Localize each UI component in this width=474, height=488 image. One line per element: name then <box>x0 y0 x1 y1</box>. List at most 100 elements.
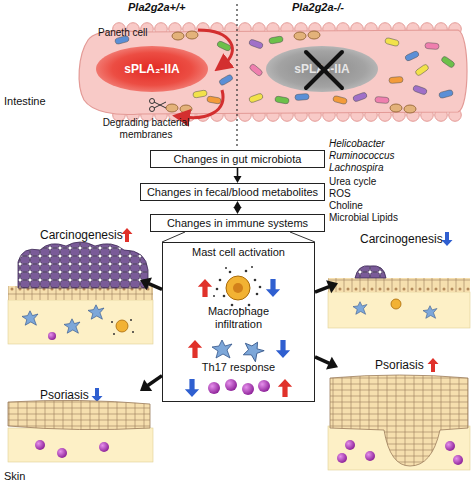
mast-cell <box>223 295 226 298</box>
thick-epidermis <box>330 375 468 466</box>
connector-line <box>315 287 329 293</box>
tissue-panel: Psoriasis <box>338 358 470 470</box>
thick-epidermis <box>345 440 355 450</box>
change-arrow <box>92 388 103 402</box>
change-arrow <box>266 279 280 297</box>
bacterium <box>216 40 231 51</box>
node-text: Th17 response <box>191 361 287 374</box>
normal-tissue <box>391 299 401 309</box>
paneth-cell <box>180 105 192 113</box>
bacterium <box>275 96 290 104</box>
scissors-symbol <box>150 99 167 112</box>
tumor-tissue <box>64 319 80 333</box>
connector-arrow <box>315 280 338 293</box>
thin-epidermis <box>35 440 45 450</box>
connector-line <box>237 168 239 177</box>
knockout-cross <box>306 52 342 88</box>
bacterium <box>218 74 233 86</box>
text-label: Degrading bacterial membranes <box>96 117 196 141</box>
tumor-tissue <box>111 321 113 323</box>
mast-cell <box>254 279 257 282</box>
normal-tissue <box>353 302 367 315</box>
thin-epidermis <box>99 442 109 452</box>
node-text: Psoriasis <box>375 358 424 372</box>
mast-cell <box>226 276 250 300</box>
text-label: Ruminococcus <box>329 150 395 162</box>
mast-cell <box>245 270 248 273</box>
bacterium <box>384 37 399 46</box>
paneth-cell <box>404 105 416 113</box>
node-text: Changes in immune systems <box>167 217 308 229</box>
tumor-tissue <box>130 319 132 321</box>
arrow-head <box>234 201 242 208</box>
thin-epidermis <box>8 428 153 462</box>
mast-cell <box>219 279 222 282</box>
arrow-head <box>234 176 242 183</box>
arrow-head <box>140 277 152 290</box>
bacterium <box>207 96 222 104</box>
thick-epidermis <box>328 426 470 470</box>
change-arrow <box>122 228 133 242</box>
bacterium <box>352 92 367 102</box>
thick-epidermis <box>337 453 347 463</box>
node-text: Macrophage infiltration <box>191 305 287 331</box>
macrophage <box>212 337 266 363</box>
paneth-cell <box>308 31 320 39</box>
bacterium <box>404 50 419 61</box>
th17-cell <box>208 379 270 395</box>
thin-epidermis <box>57 448 67 458</box>
tumor-tissue <box>18 242 148 288</box>
thick-epidermis <box>328 375 470 470</box>
paneth-cell <box>172 32 184 40</box>
divider-line <box>236 4 237 146</box>
callout-line <box>162 232 315 242</box>
text-label: Intestine <box>4 95 46 107</box>
process-box: Changes in gut microbiota <box>150 150 325 168</box>
tumor-tissue <box>22 311 38 325</box>
text-label: ROS <box>329 188 351 200</box>
tissue-panel: Carcinogenesis <box>5 228 140 348</box>
callout-line <box>290 232 315 242</box>
connector-arrow <box>234 201 242 214</box>
connector-arrow <box>140 376 162 391</box>
arrow-head <box>234 207 242 214</box>
scissors-symbol <box>150 99 155 104</box>
bacterium <box>332 95 347 104</box>
bacterium <box>412 85 427 95</box>
bacterium <box>193 90 208 98</box>
mast-cell <box>256 293 259 296</box>
node-text: Changes in fecal/blood metabolites <box>147 186 318 198</box>
text-label: Paneth cell <box>98 27 147 39</box>
thin-epidermis <box>8 400 153 462</box>
connector-arrow <box>234 168 242 183</box>
th17-cell <box>242 383 254 395</box>
scissors-symbol <box>150 107 155 112</box>
tumor-tissue <box>113 333 115 335</box>
change-arrow <box>188 340 202 358</box>
change-arrow <box>442 232 453 246</box>
tumor-tissue <box>8 242 153 344</box>
mast-cell <box>213 266 261 310</box>
paneth-cell <box>186 31 198 39</box>
text-label: Pla2g2a+/+ <box>128 1 186 13</box>
mast-cell <box>213 266 261 310</box>
mast-cell <box>259 286 262 289</box>
node-text: Carcinogenesis <box>40 228 123 242</box>
bacterium <box>249 63 264 77</box>
mast-cell <box>251 266 253 268</box>
connector-line <box>315 357 329 364</box>
arrow-head <box>140 380 152 391</box>
bacterium <box>438 89 453 98</box>
th17-cell <box>208 382 220 394</box>
change-arrow <box>185 379 199 397</box>
red-curved-arrow <box>184 90 223 118</box>
arrow-head <box>326 357 338 370</box>
connector-arrow <box>315 357 338 370</box>
bacterium <box>441 56 456 69</box>
knockout-cross <box>306 52 342 88</box>
tissue-panel: Carcinogenesis <box>338 232 470 332</box>
tumor-tissue <box>8 286 153 300</box>
macrophage <box>240 337 266 363</box>
change-arrow <box>276 340 290 358</box>
